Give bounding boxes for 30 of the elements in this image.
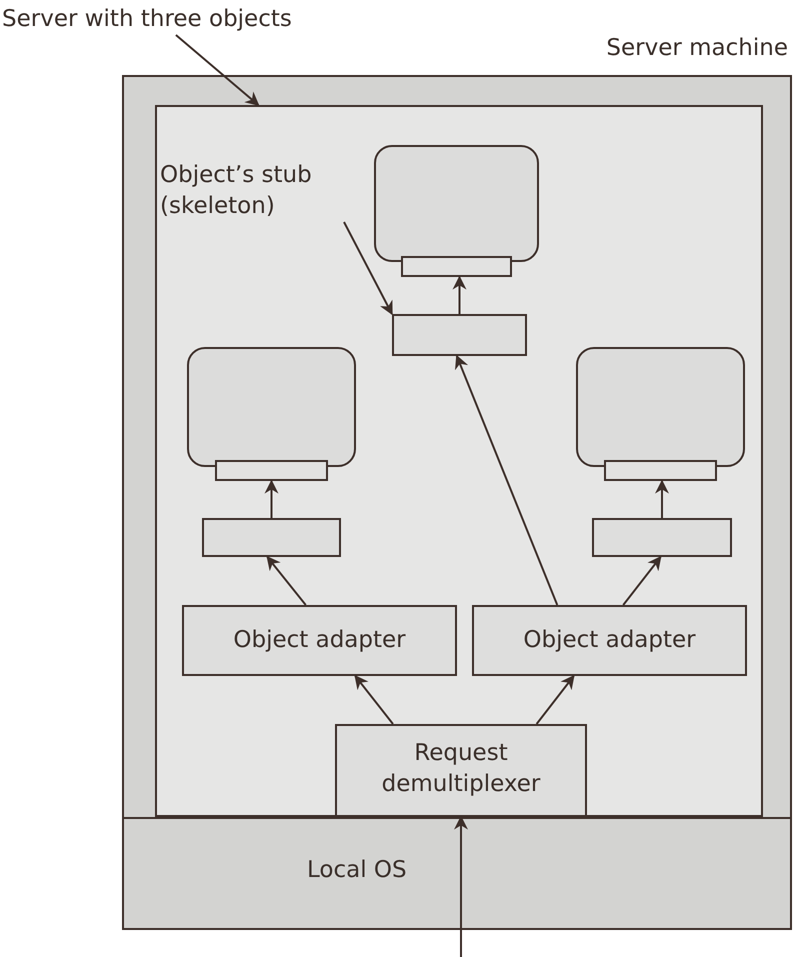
process-box <box>182 605 457 676</box>
arrow <box>264 480 278 518</box>
object-box <box>187 347 356 467</box>
arrow <box>354 674 394 725</box>
arrow <box>452 276 466 314</box>
interface-bar <box>215 460 328 481</box>
box-title: Server machine <box>606 34 788 63</box>
stub-box <box>592 518 732 557</box>
object-box <box>374 145 539 262</box>
arrow <box>655 480 669 518</box>
object-box <box>576 347 745 467</box>
box-label: Request demultiplexer <box>380 739 542 799</box>
arrow <box>536 674 575 725</box>
process-box <box>335 724 587 817</box>
box-label: Object adapter <box>522 626 697 655</box>
leader-line <box>175 34 260 106</box>
arrow <box>455 354 558 606</box>
server-box <box>155 105 763 817</box>
process-box <box>472 605 747 676</box>
interface-bar <box>604 460 717 481</box>
arrow <box>622 556 662 606</box>
label-text: Server with three objects <box>2 5 292 34</box>
label-text: Object’s stub (skeleton) <box>160 161 313 221</box>
box-label: Object adapter <box>232 626 407 655</box>
arrow <box>266 556 307 606</box>
stub-box <box>202 518 341 557</box>
interface-bar <box>401 256 512 277</box>
band-label: Local OS <box>307 856 407 885</box>
stub-box <box>392 314 527 356</box>
leader-line <box>343 222 393 316</box>
